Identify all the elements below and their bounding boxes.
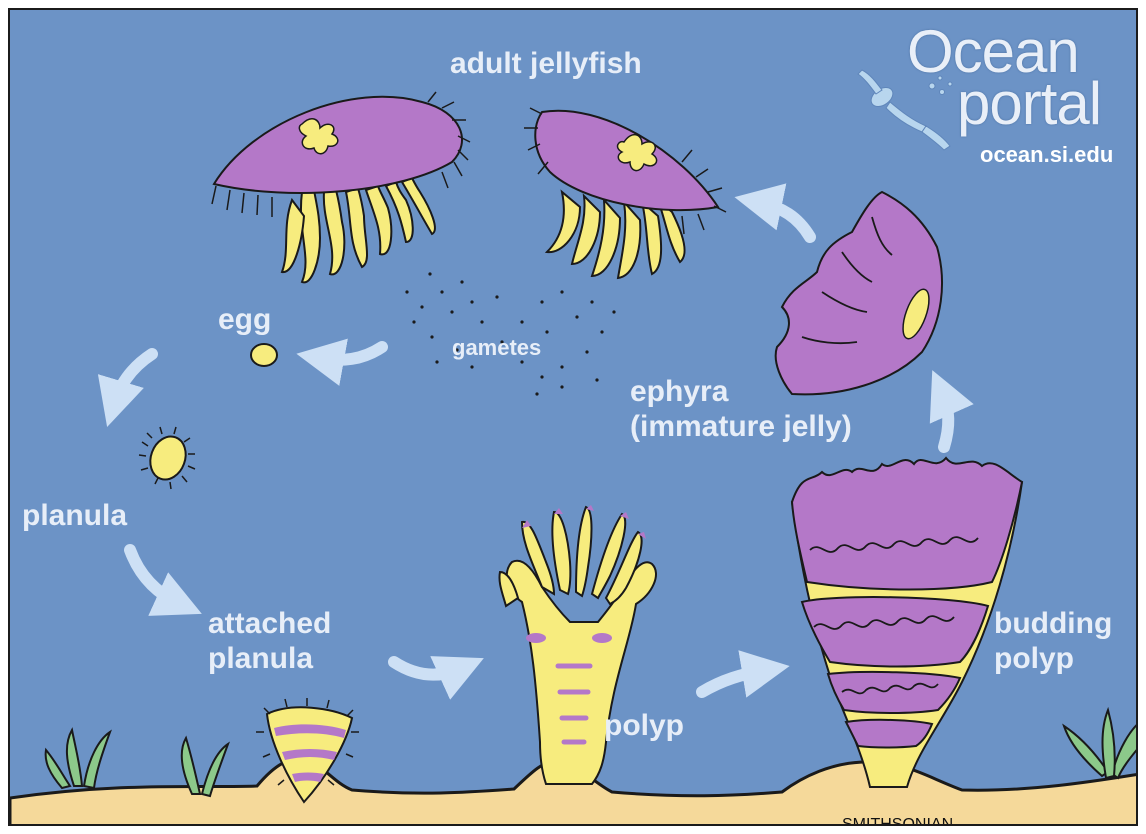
label-attached-planula: attached planula — [208, 606, 331, 676]
arrow-budding-to-ephyra — [942, 392, 948, 447]
label-polyp: polyp — [604, 708, 684, 743]
diagram-frame: adult jellyfish egg gametes planula atta… — [8, 8, 1138, 826]
logo-url: ocean.si.edu — [980, 142, 1113, 168]
egg — [251, 344, 277, 366]
ocean-portal-logo: Ocean portal ocean.si.edu — [865, 22, 1135, 192]
arrow-egg-to-planula — [114, 354, 152, 404]
label-gametes: gametes — [452, 330, 541, 365]
seaweed-right — [1064, 710, 1138, 778]
adult-jellyfish-left — [212, 92, 470, 282]
logo-portal-text: portal — [957, 74, 1101, 134]
footer-smithsonian: SMITHSONIAN — [842, 816, 953, 826]
label-ephyra: ephyra (immature jelly) — [630, 374, 852, 444]
planula — [139, 427, 195, 489]
label-egg: egg — [218, 302, 271, 337]
arrow-ephyra-to-adult — [758, 202, 810, 237]
adult-jellyfish-right — [524, 108, 726, 278]
arrow-polyp-to-budding — [702, 670, 766, 692]
label-budding-polyp: budding polyp — [994, 606, 1112, 676]
arrow-planula-to-attached — [130, 550, 180, 604]
seaweed-left — [46, 730, 110, 788]
label-planula: planula — [22, 498, 127, 533]
label-adult-jellyfish: adult jellyfish — [450, 46, 642, 81]
arrow-attached-to-polyp — [394, 662, 462, 675]
arrow-gametes-to-egg — [320, 347, 382, 360]
budding-polyp — [792, 458, 1022, 787]
